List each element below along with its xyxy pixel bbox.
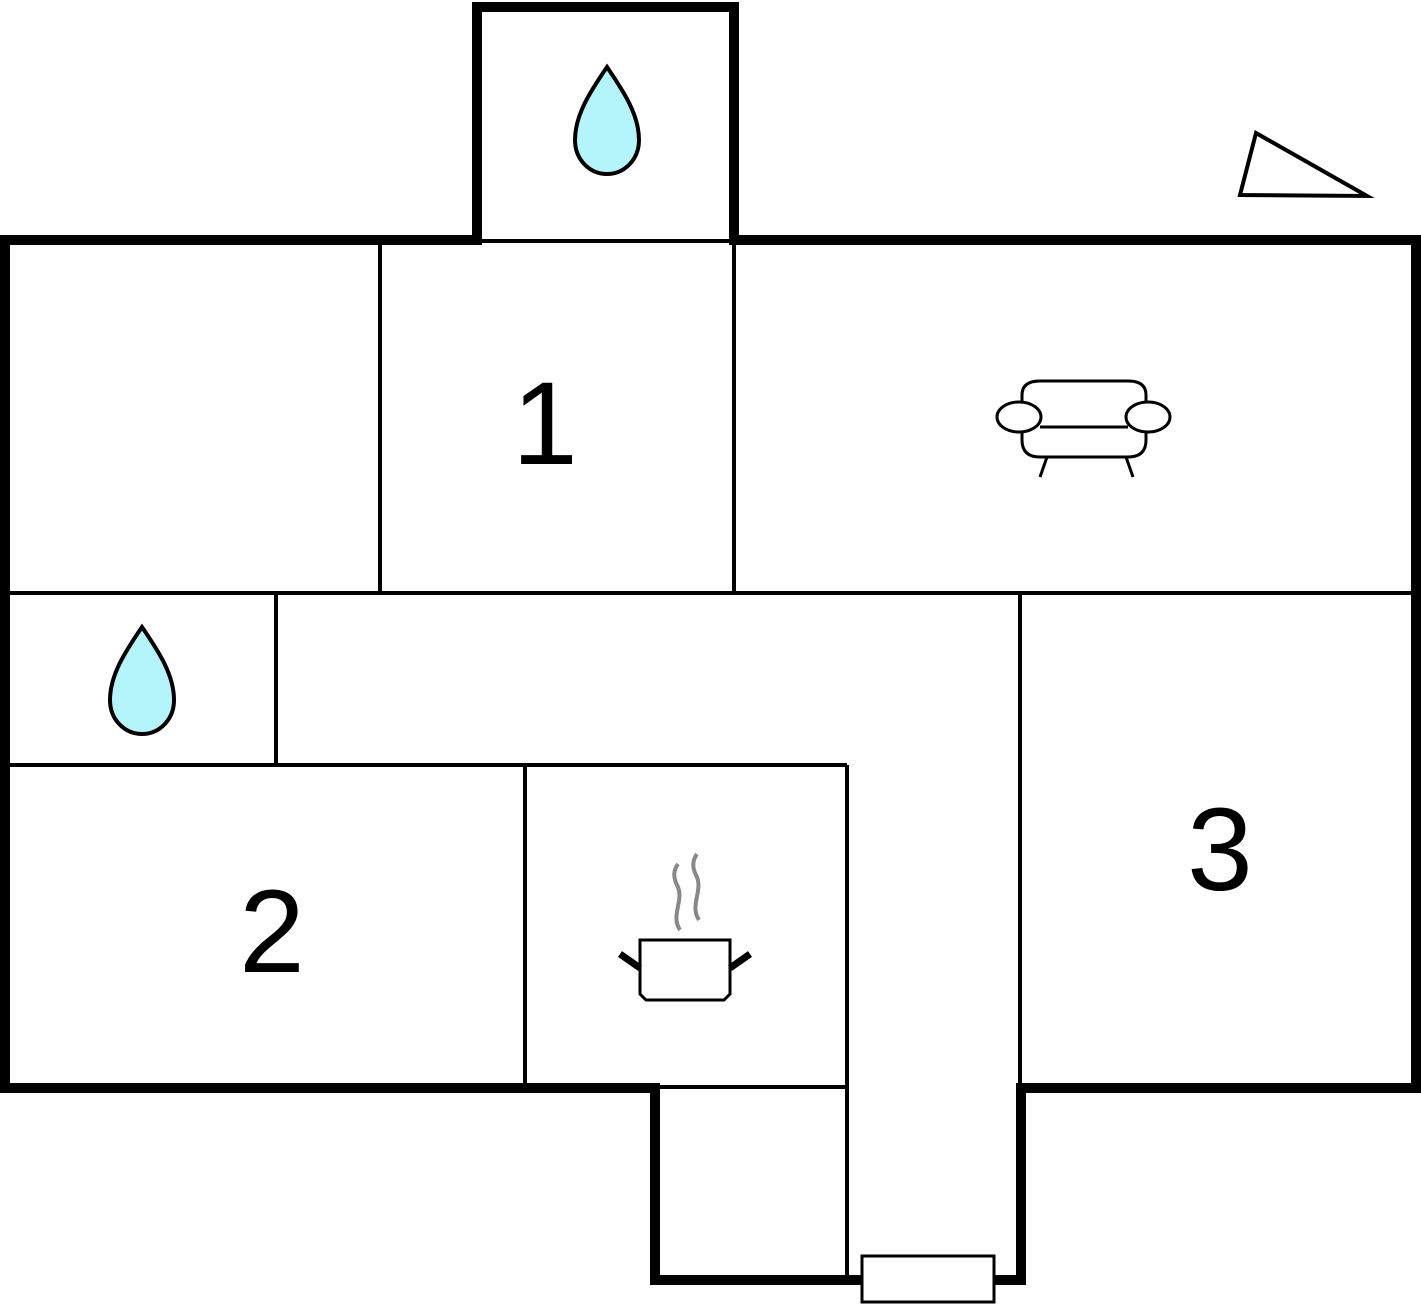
water-drop-icon <box>107 623 177 737</box>
room-label-2: 2 <box>239 866 305 998</box>
sofa-icon <box>995 379 1172 478</box>
compass-triangle-icon <box>1237 129 1375 199</box>
door-icon <box>860 1254 996 1304</box>
cooking-pot-icon <box>617 852 753 1002</box>
interior-walls <box>5 239 1416 1280</box>
room-label-1: 1 <box>512 358 578 490</box>
room-label-3: 3 <box>1187 784 1253 916</box>
water-drop-icon <box>572 63 642 177</box>
